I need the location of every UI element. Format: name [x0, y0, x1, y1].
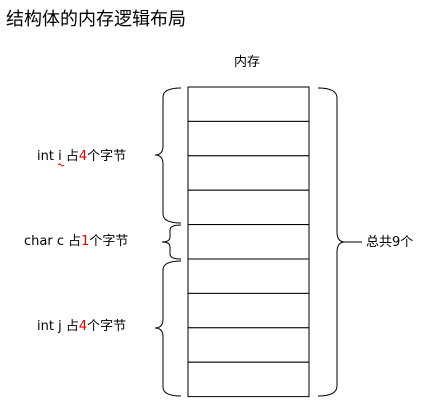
member-prefix: int j 占	[37, 319, 79, 334]
member-prefix: char c 占	[24, 234, 82, 249]
brace-total	[317, 87, 346, 397]
memory-cells	[187, 86, 310, 398]
page-title: 结构体的内存逻辑布局	[6, 9, 186, 30]
member-label-int-j: int j 占4个字节	[37, 318, 126, 336]
memory-cell	[187, 292, 310, 329]
member-suffix: 个字节	[87, 149, 127, 164]
brace-char-c	[161, 224, 182, 260]
member-byte-count: 4	[78, 319, 88, 334]
memory-cell	[187, 327, 310, 363]
member-suffix: 个字节	[89, 234, 129, 249]
spellcheck-underline	[57, 163, 65, 167]
memory-header: 内存	[234, 55, 261, 70]
memory-cell	[187, 258, 310, 294]
total-label: 总共9个	[366, 235, 414, 250]
member-label-int-i: int i 占4个字节	[37, 148, 126, 166]
memory-cell	[187, 86, 310, 122]
member-label-char-c: char c 占1个字节	[24, 233, 128, 251]
member-byte-count: 4	[78, 149, 88, 164]
brace-int-i	[154, 87, 182, 224]
member-suffix: 个字节	[87, 319, 127, 334]
member-prefix: int i 占	[37, 149, 79, 164]
memory-cell	[187, 155, 310, 191]
brace-int-j	[154, 260, 182, 397]
memory-cell	[187, 361, 310, 398]
memory-cell	[187, 224, 310, 260]
member-byte-count: 1	[81, 234, 90, 249]
memory-cell	[187, 189, 310, 226]
memory-cell	[187, 120, 310, 157]
